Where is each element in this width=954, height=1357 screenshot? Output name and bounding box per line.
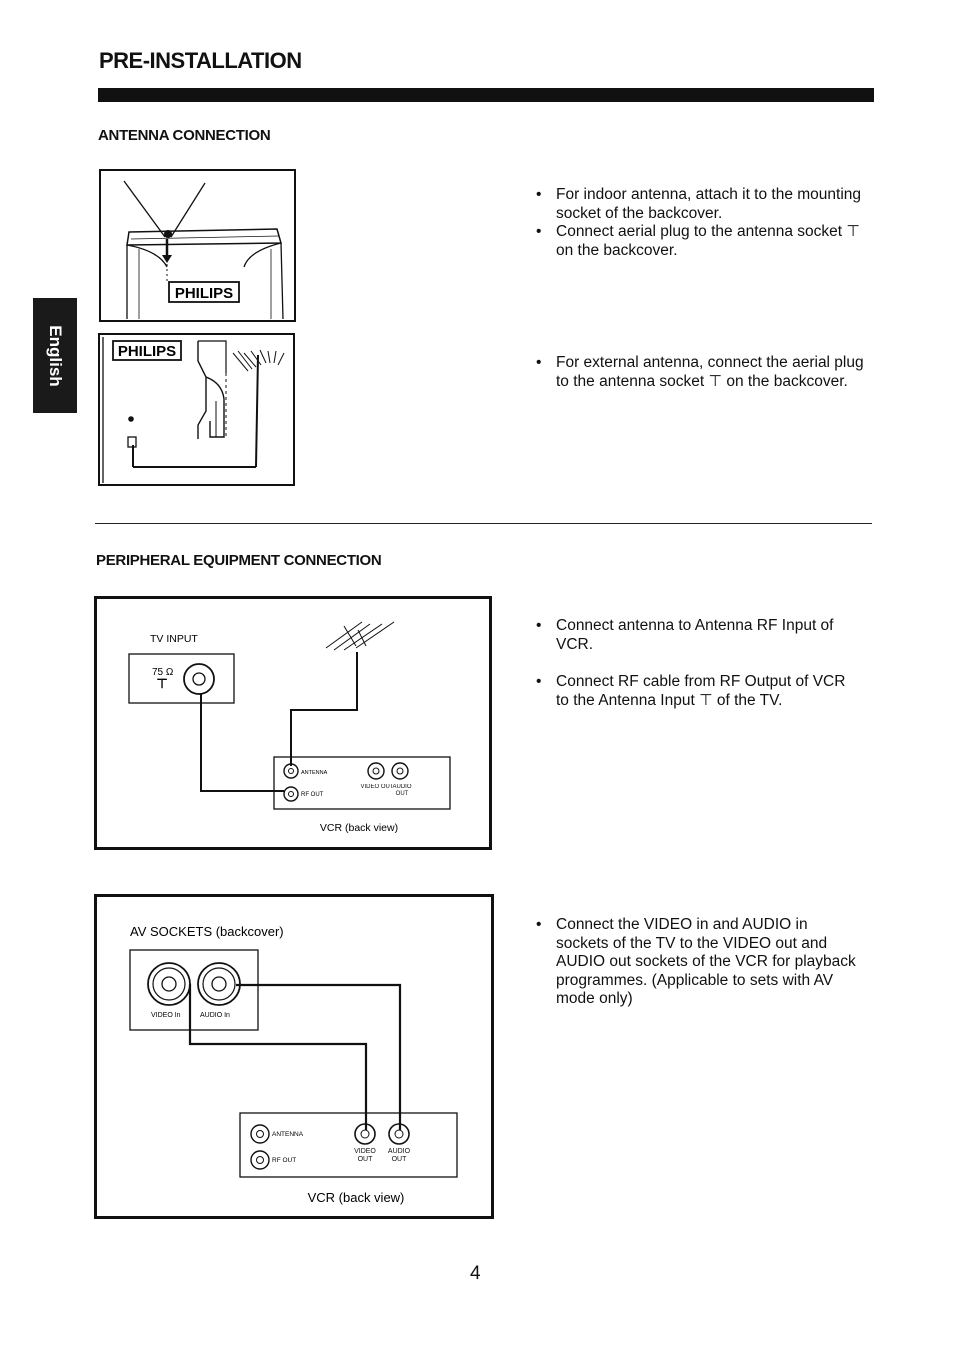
av-connection-diagram: AV SOCKETS (backcover) VIDEO In AUDIO In… [94, 894, 494, 1219]
section-divider [95, 523, 872, 524]
vcr-rf-out-socket [250, 1150, 270, 1170]
rf-connection-instructions: Connect antenna to Antenna RF Input of V… [536, 617, 856, 710]
vcr-audio-out-socket [391, 762, 409, 780]
av-connection-instructions: Connect the VIDEO in and AUDIO in socket… [536, 916, 856, 1009]
audio-in-socket [197, 962, 241, 1006]
instruction-item: For external antenna, connect the aerial… [536, 354, 866, 391]
page-title: PRE-INSTALLATION [99, 48, 302, 73]
indoor-antenna-instructions: For indoor antenna, attach it to the mou… [536, 186, 876, 260]
antenna-base [164, 230, 172, 238]
vcr-rf-out-label: RF OUT [272, 1157, 296, 1164]
vcr-back-panel [239, 1112, 458, 1178]
antenna-cable [290, 652, 358, 766]
vcr-back-view-caption: VCR (back view) [320, 822, 398, 834]
av-sockets-heading: AV SOCKETS (backcover) [130, 924, 284, 939]
tv-antenna-socket [183, 663, 215, 695]
tv-input-panel [128, 653, 235, 704]
video-cable [188, 984, 368, 1130]
tv-top [126, 228, 282, 246]
rabbit-ear-left [123, 180, 166, 238]
vcr-video-out-label: VIDEO OUT [354, 1148, 376, 1163]
vcr-video-out-socket [354, 1123, 376, 1145]
page-number: 4 [470, 1263, 481, 1284]
external-antenna-instructions: For external antenna, connect the aerial… [536, 354, 866, 391]
indoor-antenna-illustration: PHILIPS [99, 169, 296, 322]
vcr-back-view-caption: VCR (back view) [308, 1190, 405, 1205]
vcr-antenna-label: ANTENNA [272, 1131, 304, 1138]
title-rule [98, 88, 874, 102]
vcr-antenna-socket [250, 1124, 270, 1144]
audio-in-label: AUDIO In [200, 1012, 230, 1019]
peripheral-section-heading: PERIPHERAL EQUIPMENT CONNECTION [96, 552, 382, 569]
svg-text:⊤: ⊤ [156, 676, 167, 691]
language-tab: English [33, 298, 77, 413]
video-in-socket [147, 962, 191, 1006]
impedance-label: 75 Ω [152, 667, 174, 678]
vcr-antenna-label: ANTENNA [301, 770, 328, 776]
instruction-item: Connect aerial plug to the antenna socke… [536, 223, 876, 260]
brand-logo-box-2 [112, 340, 182, 361]
audio-cable [236, 983, 402, 1130]
brand-logo-text-2: PHILIPS [118, 343, 176, 360]
rf-connection-diagram: TV INPUT 75 Ω ⊤ ANTENNA RF OUT VIDEO OUT… [94, 596, 492, 850]
rooftop-antenna-icon [325, 621, 395, 651]
instruction-item: For indoor antenna, attach it to the mou… [536, 186, 876, 223]
vcr-audio-out-label: AUDIO OUT [392, 784, 412, 797]
aerial-cable [255, 354, 259, 468]
vcr-video-out-label: VIDEO OUT [360, 784, 394, 790]
tv-av-panel [129, 949, 259, 1031]
rf-cable [200, 694, 284, 792]
vcr-rf-out-socket [283, 786, 299, 802]
antenna-section-heading: ANTENNA CONNECTION [98, 127, 271, 144]
down-arrow-icon [162, 255, 172, 263]
vcr-rf-out-label: RF OUT [301, 792, 324, 798]
aerial-plug-icon [127, 436, 137, 448]
vcr-audio-out-socket [388, 1123, 410, 1145]
rooftop-antenna-icon [232, 349, 285, 372]
rabbit-ear-right [170, 182, 206, 238]
brand-logo-box [168, 281, 240, 303]
vcr-audio-out-label: AUDIO OUT [387, 1148, 411, 1163]
instruction-item: Connect RF cable from RF Output of VCR t… [536, 673, 856, 710]
tv-side-profile [197, 341, 207, 439]
instruction-item: Connect the VIDEO in and AUDIO in socket… [536, 916, 856, 1009]
video-in-label: VIDEO In [151, 1012, 181, 1019]
instruction-item: Connect antenna to Antenna RF Input of V… [536, 617, 856, 654]
brand-logo-text: PHILIPS [175, 285, 233, 302]
external-antenna-illustration: PHILIPS [98, 333, 295, 486]
vcr-antenna-socket [283, 763, 299, 779]
language-tab-label: English [46, 324, 65, 387]
vcr-back-panel [273, 756, 451, 810]
tv-input-label: TV INPUT [150, 633, 198, 645]
vcr-video-out-socket [367, 762, 385, 780]
